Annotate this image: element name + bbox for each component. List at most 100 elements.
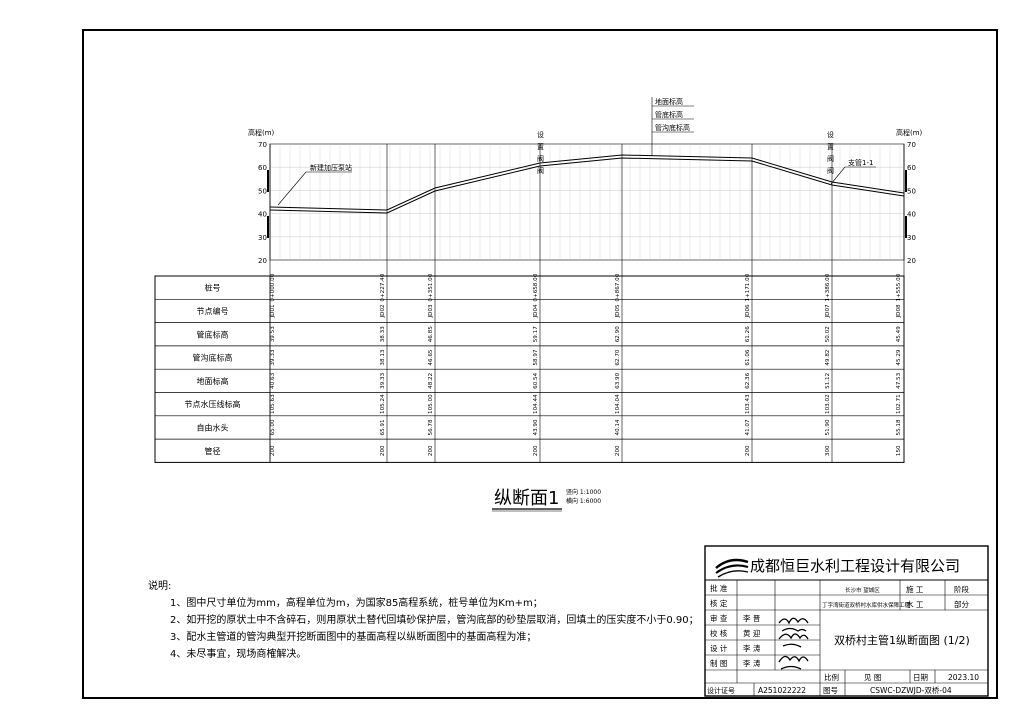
table-cell-value: 62.36: [745, 372, 751, 388]
logo-wave-icon: [715, 558, 749, 569]
notes-heading: 说明:: [148, 581, 172, 592]
table-row-label: 节点编号: [197, 306, 229, 316]
pump-station-leader: [277, 171, 307, 206]
scale-label: 比例: [824, 672, 839, 682]
ground-pipe-label-2: 管底标高: [655, 110, 683, 119]
stage-value: 阶段: [954, 584, 969, 594]
table-cell-value: 62.90: [615, 326, 621, 342]
table-cell-value: 47.53: [896, 372, 902, 388]
right-axis-bar: [905, 170, 907, 192]
y-tick-left: 60: [258, 164, 267, 172]
table-cell-value: 49.82: [825, 350, 831, 366]
table-cell-value: 56.78: [428, 419, 434, 435]
elevation-label-left: 高程(m): [248, 128, 275, 137]
table-cell-value: 200: [615, 445, 621, 456]
table-cell-value: 39.33: [380, 372, 386, 388]
table-cell-value: 38.13: [380, 349, 386, 365]
left-axis-bar: [267, 216, 269, 238]
table-cell-value: 61.06: [745, 349, 751, 365]
y-tick-right: 60: [907, 164, 916, 172]
drawing-title: 双桥村主管1纵断面图 (1/2): [834, 633, 970, 647]
table-cell-value: 104.44: [533, 394, 539, 414]
table-cell-value: 51.12: [825, 373, 831, 389]
table-cell-value: 59.17: [533, 326, 539, 342]
table-cell-value: 104.04: [615, 394, 621, 414]
table-cell-value: 39.53: [270, 326, 276, 342]
y-tick-left: 30: [258, 234, 267, 242]
notes-section: 说明: 1、图中尺寸单位为mm，高程单位为m，为国家85高程系统，桩号单位为Km…: [148, 578, 699, 663]
y-tick-right: 30: [907, 234, 916, 242]
table-cell-value: JD06: [745, 304, 751, 319]
table-cell-value: 62.70: [615, 349, 621, 365]
date-label: 日期: [913, 673, 928, 682]
note-item: 2、如开挖的原状土中不含碎石，则用原状土替代回填砂保护层，管沟底部的砂垫层取消，…: [170, 615, 699, 626]
pipe-line: [269, 157, 905, 214]
signature-checker: [778, 633, 809, 648]
y-tick-right: 70: [907, 141, 916, 149]
table-cell-value: 45.49: [896, 326, 902, 342]
drawing-border: [82, 29, 998, 699]
valve-note-left-char: 置: [537, 143, 544, 151]
valve-note-right-char: 阀: [827, 154, 834, 163]
table-cell-value: 41.07: [745, 419, 751, 435]
discipline-label: 水 工: [906, 599, 924, 609]
table-cell-value: 150: [896, 445, 902, 456]
scale-horizontal: 横向 1:6000: [566, 497, 601, 505]
title-block-name: 黄 迎: [743, 628, 761, 638]
pump-station-label: 新建加压泵站: [310, 163, 352, 172]
table-row-label: 管底标高: [197, 329, 229, 339]
table-cell-value: 38.33: [380, 326, 386, 342]
table-cell-value: 65.91: [380, 419, 386, 435]
logo-wave-icon: [715, 564, 749, 574]
discipline-value: 部分: [954, 599, 969, 609]
title-block-role: 批 准: [710, 583, 728, 593]
valve-note-left-char: 阀: [537, 166, 544, 175]
table-row-label: 自由水头: [197, 422, 229, 432]
table-cell-value: JD07: [825, 304, 831, 319]
y-tick-right: 50: [907, 187, 916, 195]
table-cell-value: 51.90: [825, 419, 831, 435]
title-block-name: 李 涛: [743, 658, 761, 668]
y-tick-left: 50: [258, 187, 267, 195]
drawing-no-label: 图号: [823, 686, 838, 695]
table-cell-value: 50.02: [825, 326, 831, 342]
table-cell-value: 43.90: [533, 419, 539, 435]
y-tick-left: 20: [258, 257, 267, 265]
section-title: 纵断面1: [494, 488, 559, 509]
table-cell-value: 200: [533, 445, 539, 456]
signature-marks: [778, 617, 809, 670]
table-cell-value: JD08: [896, 304, 902, 319]
table-cell-value: JD04: [533, 304, 539, 319]
title-block-role: 校 核: [710, 628, 728, 638]
valve-note-right: 设 置 阀 阀: [827, 130, 834, 175]
left-axis-bar: [267, 170, 269, 192]
table-cell-value: 200: [270, 445, 276, 456]
table-cell-value: 105.00: [428, 394, 434, 414]
table-cell-value: 200: [745, 445, 751, 456]
ground-line: [269, 154, 905, 211]
y-tick-right: 20: [907, 257, 916, 265]
y-tick-right: 40: [907, 211, 916, 219]
table-cell-value: 200: [380, 445, 386, 456]
branch-leader: [830, 166, 846, 185]
table-cell-value: 63.90: [615, 372, 621, 388]
signature-reviewer: [778, 617, 809, 632]
valve-note-left-char: 阀: [537, 154, 544, 163]
table-cell-value: 0+000.00: [270, 273, 276, 301]
table-cell-value: 200: [428, 445, 434, 456]
table-cell-value: 1+386.00: [825, 273, 831, 301]
note-item: 4、未尽事宜，现场商榷解决。: [170, 649, 307, 660]
drawing-no-value: CSWC-DZWJD-双桥-04: [870, 685, 952, 695]
table-cell-value: JD03: [428, 304, 434, 319]
title-block-role: 审 查: [710, 613, 728, 623]
table-cell-value: 65.00: [270, 419, 276, 435]
signature-drafter: [778, 655, 809, 670]
valve-note-left-char: 设: [537, 130, 544, 139]
valve-note-right-char: 置: [827, 143, 834, 151]
table-row-label: 桩号: [205, 283, 221, 293]
ground-pipe-label-1: 地面标高: [655, 97, 683, 106]
table-cell-value: 40.14: [615, 419, 621, 435]
note-item: 3、配水主管道的管沟典型开挖断面图中的基面高程以纵断面图中的基面高程为准；: [170, 632, 537, 643]
table-cell-value: 58.97: [533, 349, 539, 365]
